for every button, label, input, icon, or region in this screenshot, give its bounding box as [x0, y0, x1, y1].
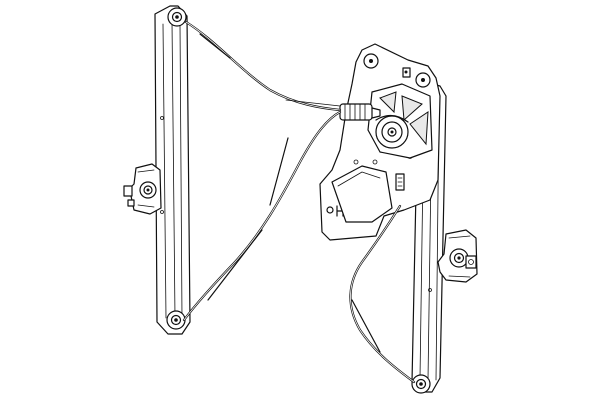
- window-slider-front: [123, 163, 162, 215]
- bowden-cable: [182, 20, 416, 384]
- window-slider-rear: [437, 229, 478, 283]
- motor-drive-unit: [367, 83, 433, 159]
- cable-connector: [339, 103, 381, 121]
- front-guide-rail: [154, 5, 191, 335]
